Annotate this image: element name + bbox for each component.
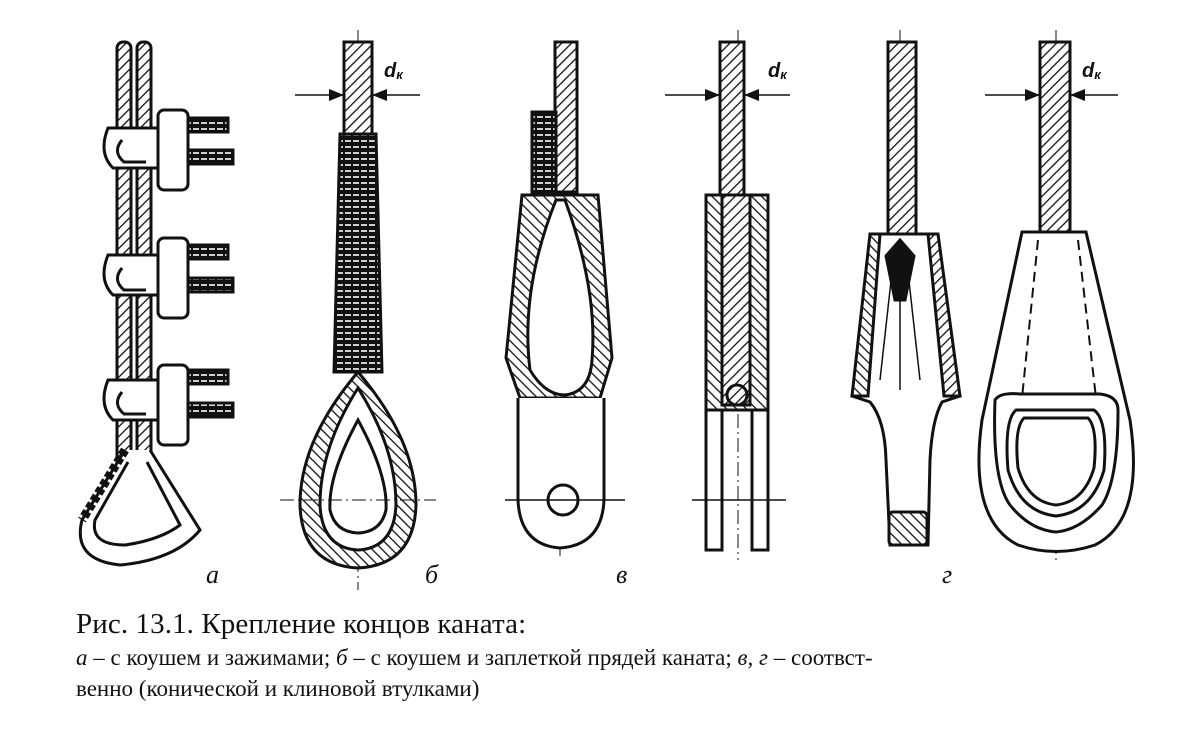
caption-marker-vg: в, г xyxy=(737,645,768,670)
panel-v-section xyxy=(504,40,625,560)
clip-3 xyxy=(102,363,235,447)
figure-caption: Рис. 13.1. Крепление концов каната: а – … xyxy=(76,606,1176,704)
figure-rope-end-fastening: dк dк dк а б в г xyxy=(78,30,1135,590)
caption-title: Рис. 13.1. Крепление концов каната: xyxy=(76,608,527,640)
panel-b-splice xyxy=(280,30,436,590)
caption-marker-a: а xyxy=(76,645,88,670)
caption-text-a: – с коушем и зажимами; xyxy=(87,645,336,670)
dimension-label-dk-v: dк xyxy=(768,60,787,82)
caption-text-b: – с коушем и заплеткой прядей каната; xyxy=(347,645,738,670)
panel-g-front xyxy=(977,30,1135,560)
dimension-label-dk-g: dк xyxy=(1082,60,1101,82)
panel-a-clips xyxy=(78,40,235,567)
sub-label-a: а xyxy=(206,560,219,589)
sub-label-g: г xyxy=(942,560,953,589)
sub-label-b: б xyxy=(425,560,439,589)
clip-1 xyxy=(102,108,235,192)
clip-2 xyxy=(102,236,235,320)
panel-v-side xyxy=(665,30,790,560)
caption-line-2: венно (конической и клиновой втулками) xyxy=(76,676,480,701)
caption-marker-b: б xyxy=(335,645,348,670)
sub-label-v: в xyxy=(616,560,628,589)
dimension-label-dk-b: dк xyxy=(384,60,403,82)
caption-line-1: а – с коушем и зажимами; б – с коушем и … xyxy=(76,642,1176,673)
caption-text-vg: – соотвст- xyxy=(768,645,873,670)
technical-drawing xyxy=(78,30,1135,590)
panel-g-section xyxy=(850,30,962,547)
